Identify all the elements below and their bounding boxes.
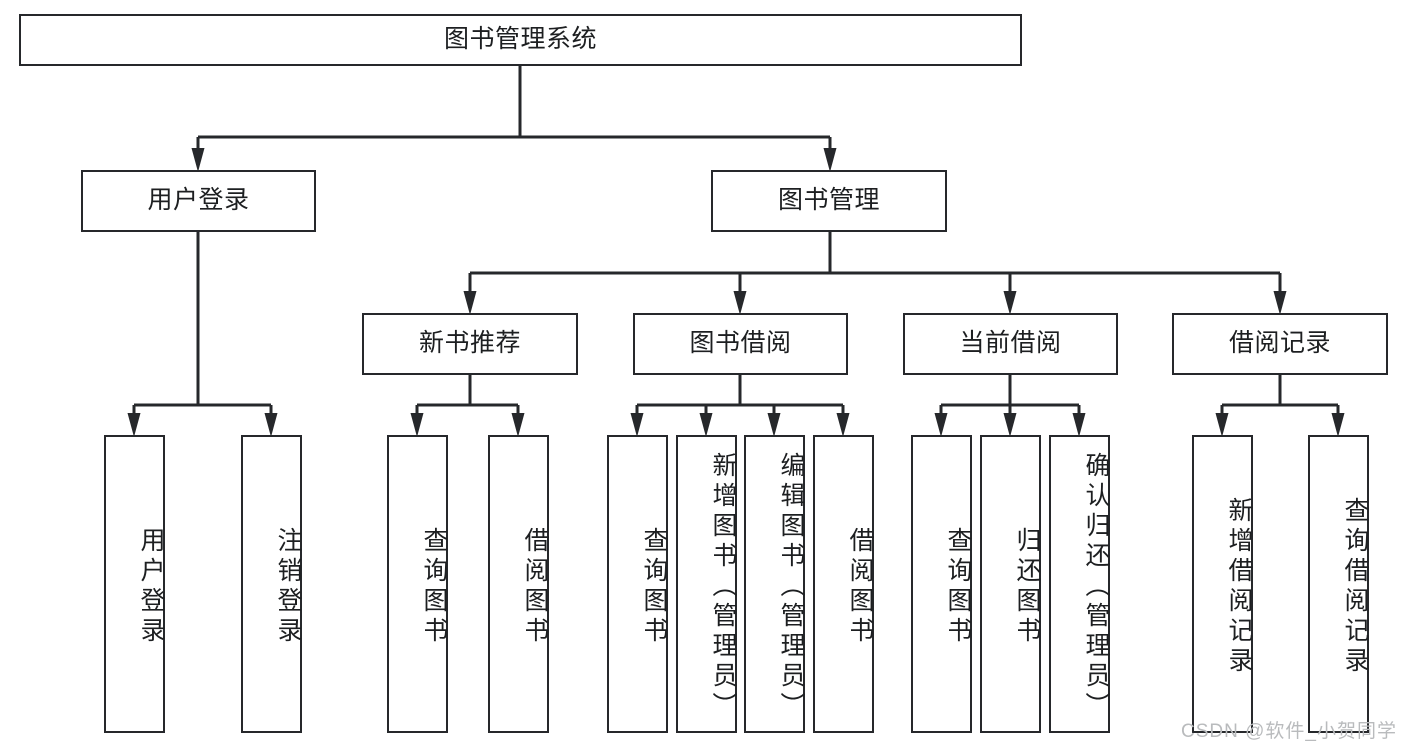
arrow-to-new-book-recommend <box>463 291 477 315</box>
leaf-label: 归还图书 <box>1013 527 1041 647</box>
leaf-edit-book[interactable]: 编辑图书（管理员） <box>744 435 805 733</box>
arrow-to-borrow-record <box>1273 291 1287 315</box>
arrow-to-leaf-add-borrow-record <box>1215 413 1229 437</box>
leaf-logout-login[interactable]: 注销登录 <box>241 435 302 733</box>
leaf-confirm-return[interactable]: 确认归还（管理员） <box>1049 435 1110 733</box>
arrow-to-leaf-user-login <box>127 413 141 437</box>
leaf-label: 确认归还（管理员） <box>1082 452 1110 722</box>
arrow-to-leaf-add-book <box>699 413 713 437</box>
arrow-to-leaf-confirm-return <box>1072 413 1086 437</box>
leaf-query-book-3[interactable]: 查询图书 <box>911 435 972 733</box>
leaf-label: 新增借阅记录 <box>1225 497 1253 677</box>
arrow-to-leaf-return-book <box>1003 413 1017 437</box>
arrow-to-leaf-borrow-book-1 <box>511 413 525 437</box>
arrow-to-book-manage <box>823 148 837 172</box>
node-current-borrow[interactable]: 当前借阅 <box>903 313 1118 375</box>
leaf-label: 查询借阅记录 <box>1341 497 1369 677</box>
node-borrow-record[interactable]: 借阅记录 <box>1172 313 1388 375</box>
node-root-system[interactable]: 图书管理系统 <box>19 14 1022 66</box>
leaf-label: 借阅图书 <box>846 527 874 647</box>
leaf-query-book-1[interactable]: 查询图书 <box>387 435 448 733</box>
arrow-to-leaf-query-book-2 <box>630 413 644 437</box>
leaf-query-book-2[interactable]: 查询图书 <box>607 435 668 733</box>
arrow-to-current-borrow <box>1003 291 1017 315</box>
arrow-to-leaf-query-borrow-record <box>1331 413 1345 437</box>
arrow-to-user-login <box>191 148 205 172</box>
leaf-return-book[interactable]: 归还图书 <box>980 435 1041 733</box>
arrow-to-book-borrow <box>733 291 747 315</box>
arrow-to-leaf-logout-login <box>264 413 278 437</box>
leaf-label: 用户登录 <box>137 527 165 647</box>
leaf-add-book[interactable]: 新增图书（管理员） <box>676 435 737 733</box>
node-new-book-recommend[interactable]: 新书推荐 <box>362 313 578 375</box>
leaf-query-borrow-record[interactable]: 查询借阅记录 <box>1308 435 1369 733</box>
leaf-label: 新增图书（管理员） <box>709 452 737 722</box>
leaf-label: 编辑图书（管理员） <box>777 452 805 722</box>
arrow-to-leaf-borrow-book-2 <box>836 413 850 437</box>
leaf-label: 借阅图书 <box>521 527 549 647</box>
csdn-watermark: CSDN @软件_小贺同学 <box>1181 721 1397 742</box>
arrow-to-leaf-query-book-3 <box>934 413 948 437</box>
leaf-label: 注销登录 <box>274 527 302 647</box>
node-book-borrow[interactable]: 图书借阅 <box>633 313 848 375</box>
node-user-login[interactable]: 用户登录 <box>81 170 316 232</box>
node-book-manage[interactable]: 图书管理 <box>711 170 947 232</box>
leaf-borrow-book-2[interactable]: 借阅图书 <box>813 435 874 733</box>
leaf-borrow-book-1[interactable]: 借阅图书 <box>488 435 549 733</box>
leaf-label: 查询图书 <box>944 527 972 647</box>
arrow-to-leaf-edit-book <box>767 413 781 437</box>
leaf-user-login[interactable]: 用户登录 <box>104 435 165 733</box>
leaf-label: 查询图书 <box>420 527 448 647</box>
arrow-to-leaf-query-book-1 <box>410 413 424 437</box>
leaf-label: 查询图书 <box>640 527 668 647</box>
leaf-add-borrow-record[interactable]: 新增借阅记录 <box>1192 435 1253 733</box>
